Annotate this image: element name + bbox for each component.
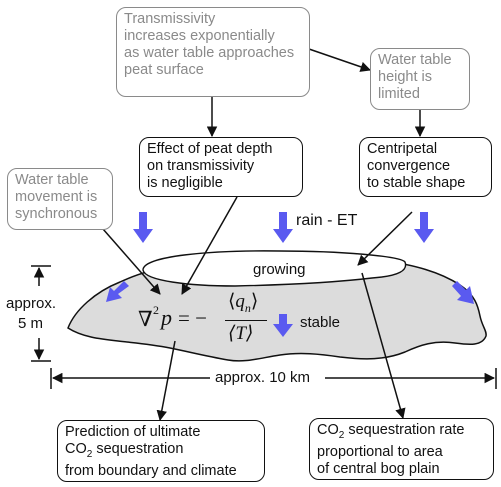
width-label: approx. 10 km [213, 369, 313, 386]
transmissivity-box: Transmissivity increases exponentially a… [116, 7, 310, 97]
box-line: Transmissivity [124, 11, 216, 27]
box-line: of central bog plain [317, 460, 440, 477]
co2-rest: sequestration rate [344, 422, 465, 438]
arrow-transmissivity-to-wtlimited [308, 48, 371, 72]
laplacian-symbol: ∇ [138, 307, 153, 331]
box-line: Water table [15, 172, 89, 188]
box-line: to stable shape [367, 175, 466, 191]
box-line: Prediction of ultimate [65, 424, 201, 440]
height-label-line1: approx. [6, 295, 57, 312]
box-line: CO2 sequestration [65, 441, 257, 463]
stable-label: stable [300, 314, 341, 331]
box-line: CO2 sequestration rate [317, 422, 486, 444]
box-line: Centripetal [367, 141, 438, 157]
box-line: as water table approaches [124, 45, 295, 61]
numerator-sub: n [244, 300, 251, 315]
water-table-limited-box: Water table height is limited [370, 48, 470, 110]
box-line: movement is [15, 189, 98, 205]
prediction-box: Prediction of ultimate CO2 sequestration… [57, 420, 265, 482]
poisson-equation: ∇ 2 p = − ⟨qn⟩ ⟨T⟩ [138, 290, 268, 350]
flow-arrow-right [452, 281, 474, 304]
arrow-synchronous-to-equation [102, 228, 161, 295]
arrow-peatdepth-to-equation [181, 196, 238, 295]
box-line: increases exponentially [124, 28, 275, 44]
centripetal-convergence-box: Centripetal convergence to stable shape [359, 137, 492, 197]
co2-subscript: 2 [86, 448, 93, 460]
laplacian-exponent: 2 [153, 303, 159, 317]
denominator: ⟨T⟩ [228, 323, 254, 344]
rain-arrow-center [273, 212, 293, 243]
numerator-var: q [235, 291, 245, 312]
flow-arrow-left [106, 281, 129, 302]
box-line: convergence [367, 158, 451, 174]
rain-et-label: rain - ET [296, 212, 358, 229]
co2-rate-box: CO2 sequestration rate proportional to a… [309, 418, 494, 480]
height-label-line2: 5 m [18, 315, 44, 332]
pressure-variable: p [161, 305, 172, 330]
stable-arrow-down [273, 314, 293, 337]
numerator: ⟨qn⟩ [228, 290, 258, 316]
box-line: on transmissivity [147, 158, 255, 174]
box-line: height is [378, 69, 433, 85]
co2-subscript: 2 [338, 429, 345, 441]
numerator-open: ⟨ [228, 291, 236, 312]
rain-arrow-right [414, 212, 434, 243]
co2-text: CO [317, 422, 339, 438]
box-line: limited [378, 86, 420, 102]
co2-rest: sequestration [92, 441, 184, 457]
arrow-equation-to-prediction [156, 340, 176, 422]
equals-minus: = − [178, 306, 207, 330]
numerator-close: ⟩ [250, 291, 259, 312]
arrow-dome-to-co2rate [361, 272, 406, 420]
fraction-bar [225, 320, 267, 322]
box-line: synchronous [15, 206, 98, 222]
box-line: Water table [378, 52, 452, 68]
growing-label: growing [253, 261, 306, 278]
box-line: from boundary and climate [65, 462, 237, 479]
box-line: proportional to area [317, 443, 443, 460]
box-line: peat surface [124, 62, 204, 78]
arrow-centripetal-to-dome [357, 211, 413, 266]
synchronous-movement-box: Water table movement is synchronous [7, 168, 113, 230]
rain-arrow-left [133, 212, 153, 243]
co2-text: CO [65, 441, 87, 457]
box-line: is negligible [147, 175, 223, 191]
peat-depth-effect-box: Effect of peat depth on transmissivity i… [139, 137, 303, 197]
box-line: Effect of peat depth [147, 141, 273, 157]
central-bog-plain-shape [142, 250, 407, 287]
